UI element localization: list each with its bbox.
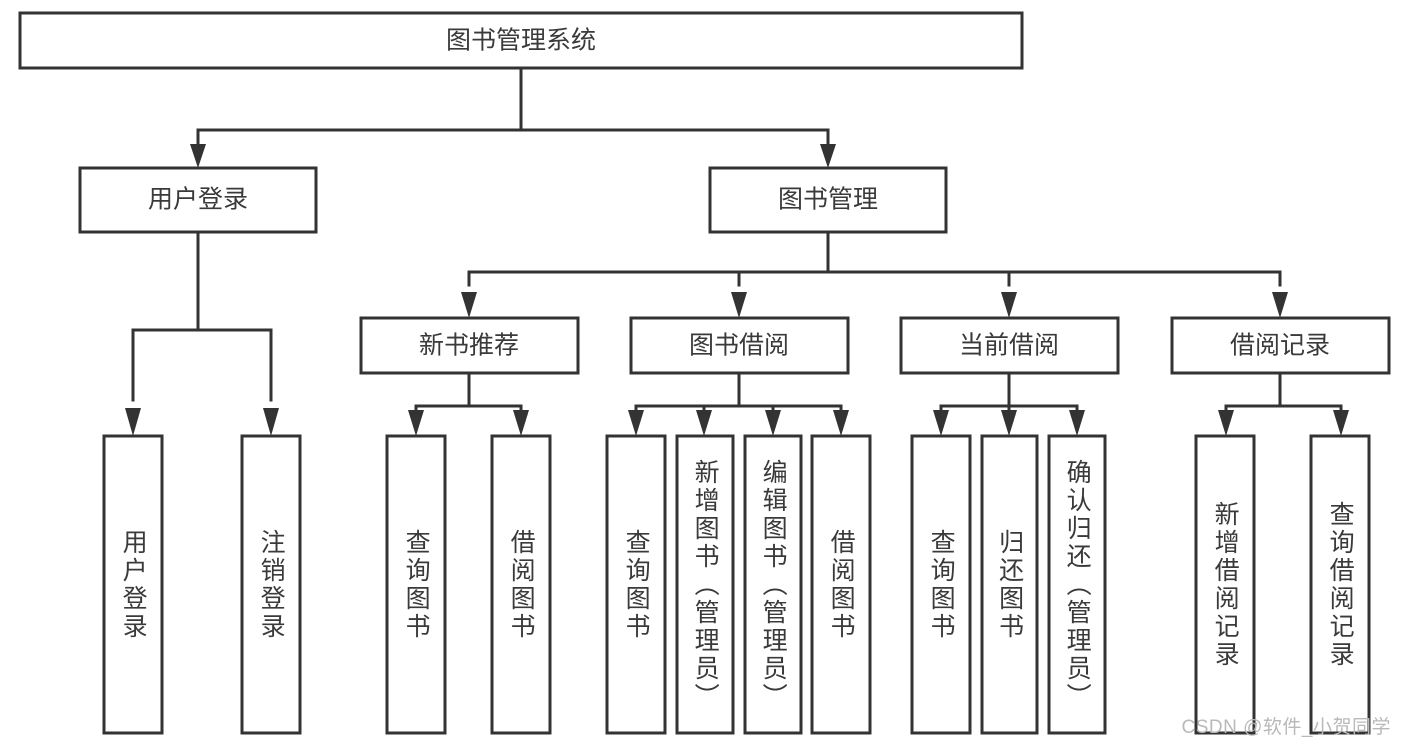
- watermark-text: CSDN @软件_小贺同学: [1181, 717, 1391, 738]
- arrow-head-leaf-query-book-3: [933, 410, 949, 436]
- node-current-borrow-label: 当前借阅: [959, 332, 1059, 360]
- node-new-book-recommend[interactable]: 新书推荐: [359, 316, 580, 375]
- arrow-head-user-login: [190, 144, 206, 168]
- node-new-book-recommend-rect[interactable]: [359, 316, 580, 375]
- leaf-rect-query-book-1[interactable]: [385, 434, 447, 735]
- node-book-manage[interactable]: 图书管理: [708, 166, 948, 234]
- arrow-head-leaf-user-login: [125, 408, 141, 436]
- leaf-rect-borrow-book-2[interactable]: [810, 434, 872, 735]
- leaf-rect-borrow-book-1[interactable]: [490, 434, 552, 735]
- arrow-head-leaf-query-book-2: [628, 410, 644, 436]
- arrow-head-book-manage: [820, 144, 836, 168]
- node-root[interactable]: 图书管理系统: [18, 11, 1024, 70]
- arrow-head-leaf-logout: [263, 408, 279, 436]
- node-user-login[interactable]: 用户登录: [78, 166, 318, 234]
- leaf-rect-logout[interactable]: [240, 434, 302, 735]
- arrow-head-leaf-query-record: [1333, 410, 1349, 436]
- leaf-rect-query-book-3[interactable]: [910, 434, 972, 735]
- arrow-head-leaf-borrow-book-1: [513, 410, 529, 436]
- node-user-login-label: 用户登录: [148, 186, 248, 214]
- leaf-rect-add-book[interactable]: [675, 434, 735, 735]
- node-book-manage-label: 图书管理: [778, 186, 878, 214]
- arrow-head-leaf-return-book: [1001, 410, 1017, 436]
- arrow-head-leaf-borrow-book-2: [833, 410, 849, 436]
- node-borrow-record-label: 借阅记录: [1230, 332, 1330, 360]
- node-borrow-record-rect[interactable]: [1170, 316, 1391, 375]
- node-new-book-recommend-label: 新书推荐: [419, 332, 519, 360]
- node-book-borrow[interactable]: 图书借阅: [629, 316, 850, 375]
- leaf-rect-user-login[interactable]: [102, 434, 164, 735]
- node-book-borrow-label: 图书借阅: [689, 332, 789, 360]
- arrow-head-leaf-add-record: [1218, 410, 1234, 436]
- arrow-head-leaf-add-book: [696, 410, 712, 436]
- node-book-borrow-rect[interactable]: [629, 316, 850, 375]
- leaf-rect-query-record[interactable]: [1309, 434, 1371, 735]
- leaf-rect-return-book[interactable]: [980, 434, 1039, 735]
- arrow-head-book-borrow: [731, 292, 747, 318]
- arrow-head-borrow-record: [1272, 292, 1288, 318]
- node-root-rect[interactable]: [18, 11, 1024, 70]
- leaf-rect-edit-book[interactable]: [743, 434, 803, 735]
- connector-group: [125, 66, 1349, 436]
- leaf-box-group: [102, 434, 1371, 735]
- leaf-rect-confirm-return[interactable]: [1047, 434, 1107, 735]
- arrow-head-leaf-edit-book: [765, 410, 781, 436]
- node-current-borrow[interactable]: 当前借阅: [899, 316, 1120, 375]
- node-user-login-rect[interactable]: [78, 166, 318, 234]
- node-root-label: 图书管理系统: [446, 27, 596, 55]
- arrow-head-new-book: [461, 292, 477, 318]
- node-book-manage-rect[interactable]: [708, 166, 948, 234]
- arrow-head-leaf-confirm-return: [1069, 410, 1085, 436]
- node-current-borrow-rect[interactable]: [899, 316, 1120, 375]
- arrow-head-current-borrow: [1001, 292, 1017, 318]
- arrow-head-leaf-query-book-1: [408, 410, 424, 436]
- leaf-rect-query-book-2[interactable]: [605, 434, 667, 735]
- leaf-rect-add-record[interactable]: [1194, 434, 1256, 735]
- node-borrow-record[interactable]: 借阅记录: [1170, 316, 1391, 375]
